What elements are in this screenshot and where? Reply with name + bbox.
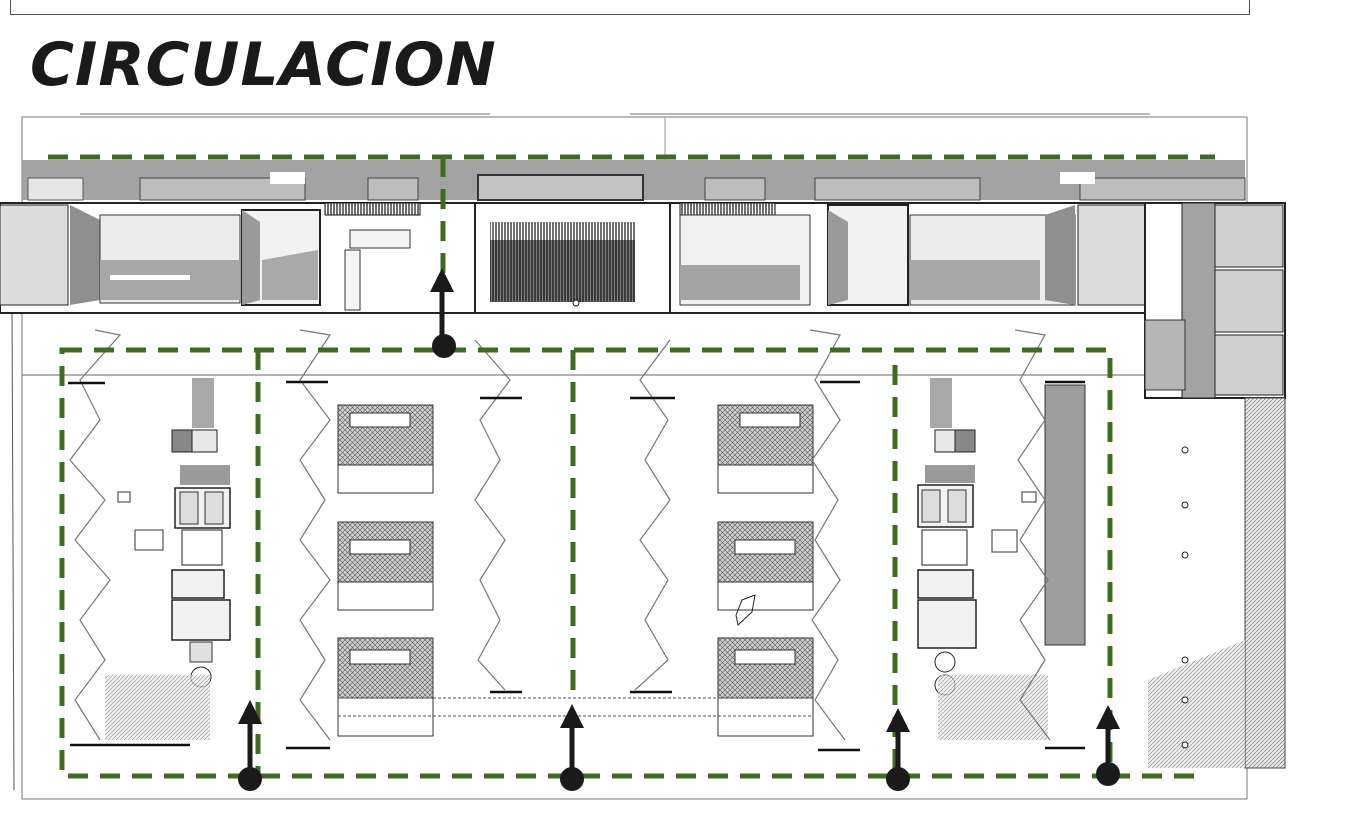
top-frame bbox=[10, 0, 1250, 15]
access-point-top-center bbox=[430, 268, 456, 358]
right-wing bbox=[1144, 202, 1286, 769]
page-title: CIRCULACION bbox=[30, 30, 497, 100]
shelving-right bbox=[717, 404, 814, 737]
wall-fixtures bbox=[1181, 446, 1189, 749]
upper-rooms-shadow bbox=[22, 160, 1246, 201]
workstation-left bbox=[105, 378, 231, 740]
furniture-lines bbox=[69, 329, 1051, 741]
access-point-bottom-right bbox=[1096, 705, 1120, 786]
access-point-bottom-left bbox=[238, 700, 262, 791]
door-markers bbox=[68, 380, 1085, 752]
access-point-bottom-center bbox=[560, 704, 584, 791]
shelving-left bbox=[337, 404, 434, 737]
access-point-bottom-right-center bbox=[886, 708, 910, 791]
workstation-right bbox=[917, 378, 1086, 740]
upper-rooms-row bbox=[0, 202, 1149, 314]
